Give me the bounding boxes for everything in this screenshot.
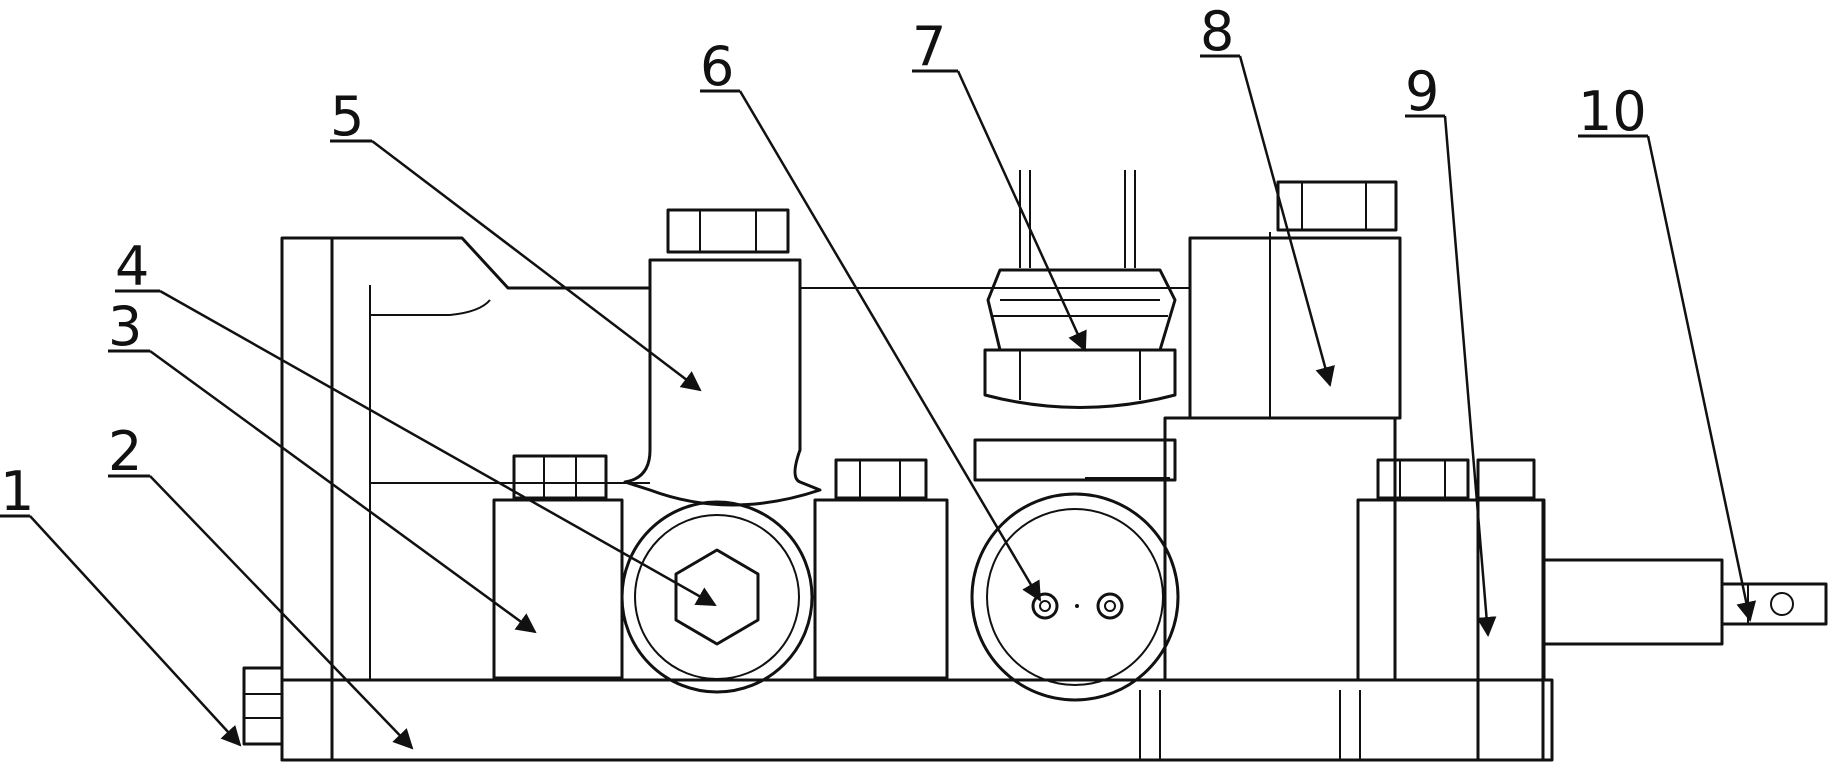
upper-manifold: [332, 236, 1190, 680]
callout-5: 5: [330, 85, 702, 392]
svg-text:5: 5: [330, 85, 364, 148]
body-8: [1163, 180, 1402, 682]
callout-3: 3: [108, 295, 537, 634]
svg-text:7: 7: [912, 15, 946, 78]
wheel-6: [970, 492, 1180, 702]
callout-2: 2: [108, 420, 414, 750]
base-plate: [280, 678, 1554, 762]
callout-4: 4: [115, 235, 717, 607]
block-middle: [813, 458, 949, 680]
block-3: [492, 454, 624, 680]
svg-text:6: 6: [700, 35, 734, 98]
callout-8: 8: [1200, 0, 1335, 387]
end-bolt: [242, 666, 284, 746]
svg-text:8: 8: [1200, 0, 1234, 63]
block-9: [1356, 458, 1546, 762]
svg-text:10: 10: [1578, 80, 1647, 143]
end-plate: [280, 236, 334, 762]
shaft-10: [1542, 558, 1828, 646]
switch-7: [973, 170, 1177, 482]
callout-7: 7: [912, 15, 1087, 352]
callout-6: 6: [700, 35, 1042, 602]
callout-9: 9: [1405, 60, 1497, 637]
svg-text:9: 9: [1405, 60, 1439, 123]
wheel-4: [620, 500, 814, 694]
svg-text:3: 3: [108, 295, 142, 358]
svg-text:1: 1: [0, 460, 34, 523]
callout-10: 10: [1578, 80, 1757, 622]
svg-text:2: 2: [108, 420, 142, 483]
svg-text:4: 4: [115, 235, 149, 298]
valve-body-5: [623, 208, 822, 507]
callout-1: 1: [0, 460, 242, 747]
